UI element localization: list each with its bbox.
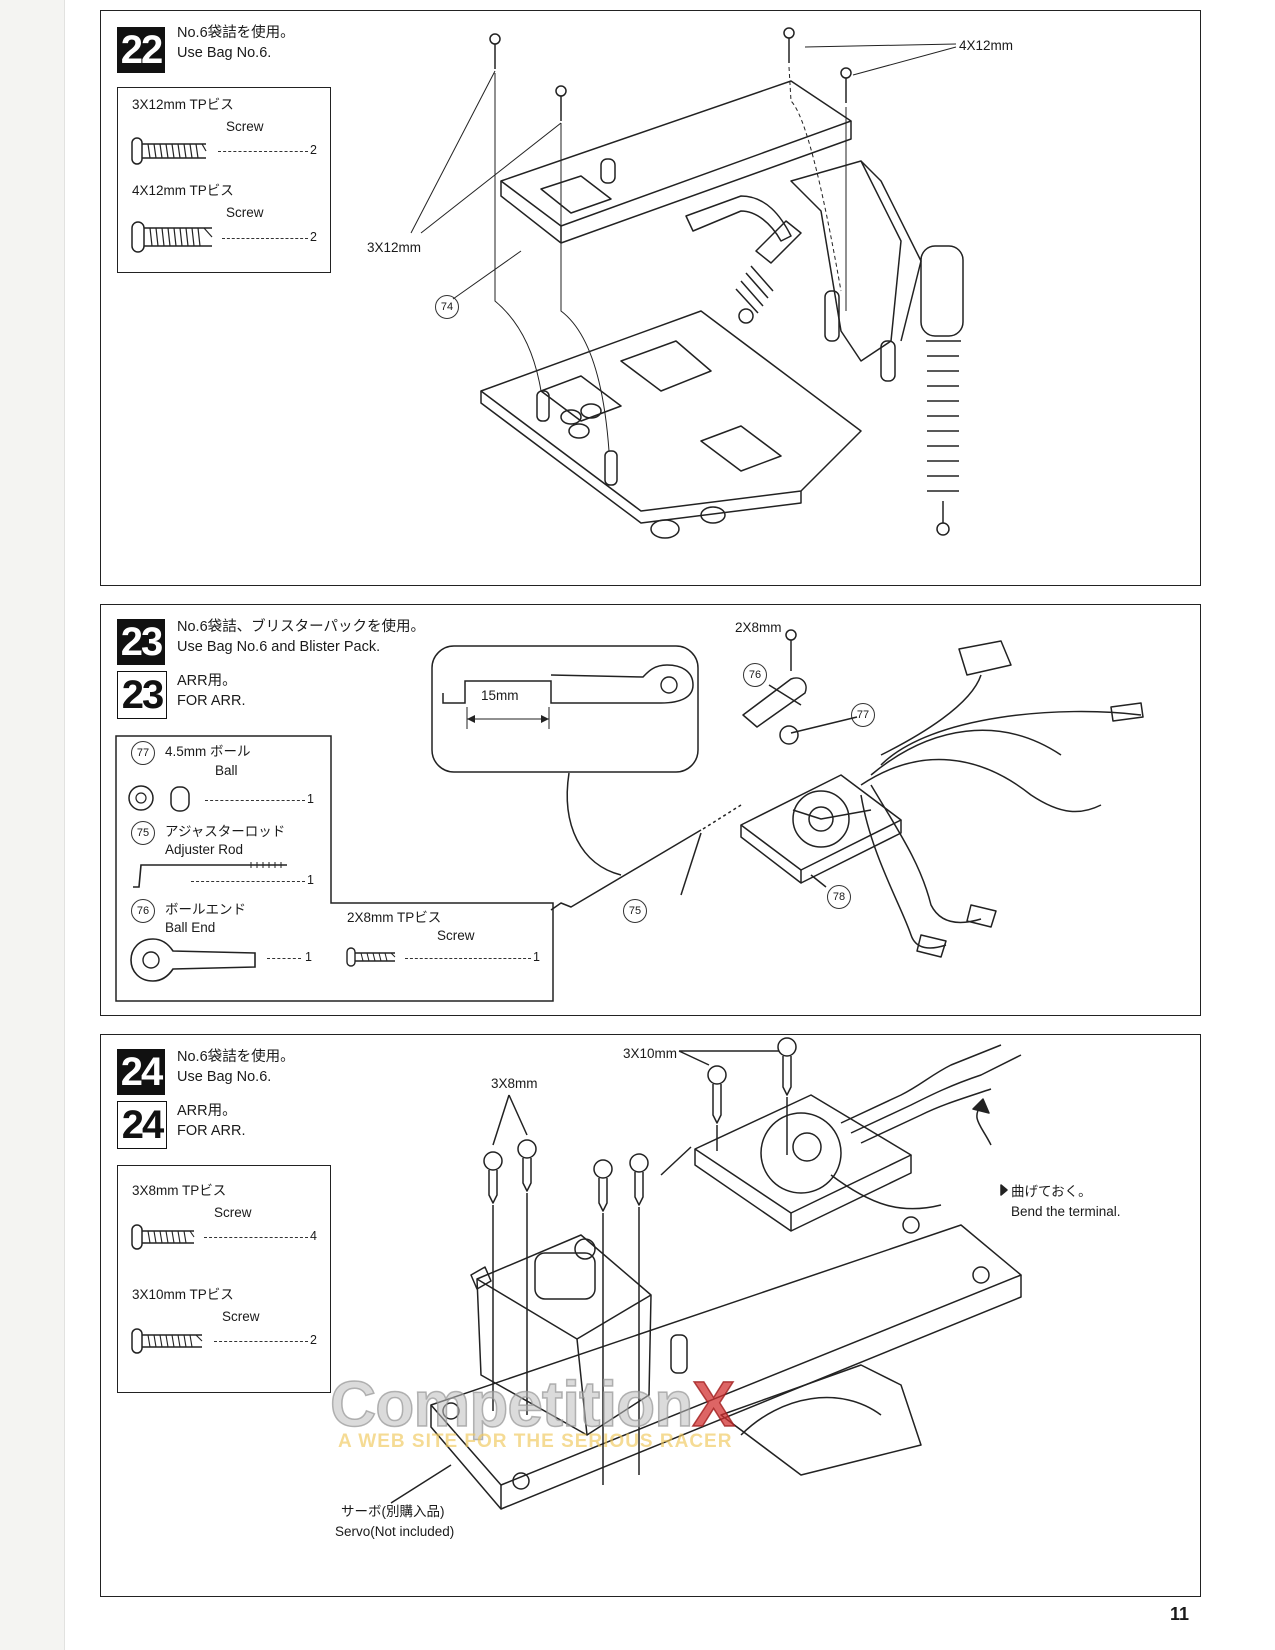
ball-icon	[128, 785, 190, 812]
part-callout-78: 78	[827, 885, 851, 909]
part-name-en: Screw	[222, 1309, 260, 1324]
part-id-75: 75	[131, 821, 155, 845]
part-name-jp: 2X8mm TPビス	[347, 910, 442, 925]
part-name-en: Adjuster Rod	[165, 842, 244, 857]
parts-list: 3X12mm TPビス Screw 2 4X12mm TPビス Screw	[117, 87, 331, 273]
step-instructions: No.6袋詰を使用。 Use Bag No.6.	[177, 23, 295, 63]
page-number: 11	[1170, 1604, 1190, 1624]
arr-instructions: ARR用。 FOR ARR.	[177, 671, 245, 711]
part-callout-77: 77	[851, 703, 875, 727]
part-qty: 2	[310, 230, 317, 244]
part-name-jp: 4.5mm ボール	[165, 744, 251, 759]
ball-end-icon	[130, 938, 256, 982]
rod-detail-inset	[431, 645, 699, 773]
instruction-en: Use Bag No.6.	[177, 45, 272, 61]
part-name-jp: 3X8mm TPビス	[132, 1183, 227, 1198]
step-24-panel: 24 No.6袋詰を使用。 Use Bag No.6. 24 ARR用。 FOR…	[100, 1034, 1201, 1597]
instruction-jp: No.6袋詰を使用。	[177, 25, 295, 41]
bend-note-en: Bend the terminal.	[1011, 1204, 1121, 1219]
qty-leader	[214, 1341, 308, 1342]
part-name-jp: ボールエンド	[165, 902, 246, 917]
chassis-assembly-illustration	[410, 27, 964, 539]
page-edge	[0, 0, 65, 1650]
part-callout-75: 75	[623, 899, 647, 923]
part-qty: 2	[310, 143, 317, 157]
part-callout-76: 76	[743, 663, 767, 687]
callout-4x12mm: 4X12mm	[959, 38, 1014, 53]
part-qty: 4	[310, 1229, 317, 1243]
servo-linkage-illustration	[550, 629, 1144, 958]
part-name-jp: アジャスターロッド	[165, 824, 286, 839]
part-name-en: Ball End	[165, 920, 216, 935]
qty-leader	[218, 151, 308, 152]
instruction-jp: No.6袋詰、ブリスターパックを使用。	[177, 619, 425, 635]
adjuster-rod-icon	[133, 862, 287, 888]
arr-instruction-en: FOR ARR.	[177, 693, 246, 709]
part-name-jp: 3X12mm TPビス	[132, 97, 234, 112]
arr-step-number: 23	[117, 671, 167, 719]
part-name-jp: 3X10mm TPビス	[132, 1287, 234, 1302]
callout-3x8mm: 3X8mm	[491, 1076, 538, 1091]
servo-note-en: Servo(Not included)	[335, 1524, 455, 1539]
part-name-en: Screw	[437, 928, 475, 943]
servo-note-jp: サーボ(別購入品)	[341, 1504, 445, 1519]
step-23-panel: 23 No.6袋詰、ブリスターパックを使用。 Use Bag No.6 and …	[100, 604, 1201, 1016]
callout-3x10mm: 3X10mm	[623, 1046, 678, 1061]
part-name-jp: 4X12mm TPビス	[132, 183, 234, 198]
arr-instruction-en: FOR ARR.	[177, 1123, 246, 1139]
part-qty: 2	[310, 1333, 317, 1347]
qty-leader	[222, 238, 308, 239]
step-number: 24	[117, 1049, 165, 1095]
bend-note-jp: 曲げておく。	[1011, 1184, 1092, 1199]
part-id-76: 76	[131, 899, 155, 923]
screw-icon	[131, 1328, 203, 1354]
qty-leader	[205, 800, 305, 801]
arr-instruction-jp: ARR用。	[177, 1103, 237, 1119]
qty-leader	[267, 958, 301, 959]
qty-leader	[191, 881, 305, 882]
screw-icon	[131, 221, 213, 253]
step-number: 23	[117, 619, 165, 665]
part-qty: 1	[305, 950, 312, 964]
screw-icon	[131, 1224, 195, 1250]
callout-2x8mm: 2X8mm	[735, 620, 782, 635]
part-name-en: Ball	[215, 763, 238, 778]
instruction-en: Use Bag No.6.	[177, 1069, 272, 1085]
step-instructions: No.6袋詰、ブリスターパックを使用。 Use Bag No.6 and Bli…	[177, 617, 425, 657]
step-22-panel: 22 No.6袋詰を使用。 Use Bag No.6. 3X12mm TPビス …	[100, 10, 1201, 586]
part-qty: 1	[533, 950, 540, 964]
step-instructions: No.6袋詰を使用。 Use Bag No.6.	[177, 1047, 295, 1087]
dimension-15mm: 15mm	[481, 688, 519, 703]
instruction-jp: No.6袋詰を使用。	[177, 1049, 295, 1065]
parts-list-frame	[115, 735, 554, 1002]
step-number: 22	[117, 27, 165, 73]
parts-list: 3X8mm TPビス Screw 4 3X10mm TPビス Screw 2	[117, 1165, 331, 1393]
servo-mounting-illustration	[390, 1037, 1022, 1510]
part-name-en: Screw	[226, 119, 264, 134]
part-qty: 1	[307, 792, 314, 806]
arr-instruction-jp: ARR用。	[177, 673, 237, 689]
qty-leader	[204, 1237, 308, 1238]
screw-icon	[131, 137, 207, 165]
part-name-en: Screw	[214, 1205, 252, 1220]
screw-icon	[346, 947, 396, 967]
arr-step-number: 24	[117, 1101, 167, 1149]
part-name-en: Screw	[226, 205, 264, 220]
callout-3x12mm: 3X12mm	[367, 240, 422, 255]
qty-leader	[405, 958, 531, 959]
part-qty: 1	[307, 873, 314, 887]
arr-instructions: ARR用。 FOR ARR.	[177, 1101, 245, 1141]
part-id-77: 77	[131, 741, 155, 765]
instruction-en: Use Bag No.6 and Blister Pack.	[177, 639, 381, 655]
part-callout-74: 74	[435, 295, 459, 319]
